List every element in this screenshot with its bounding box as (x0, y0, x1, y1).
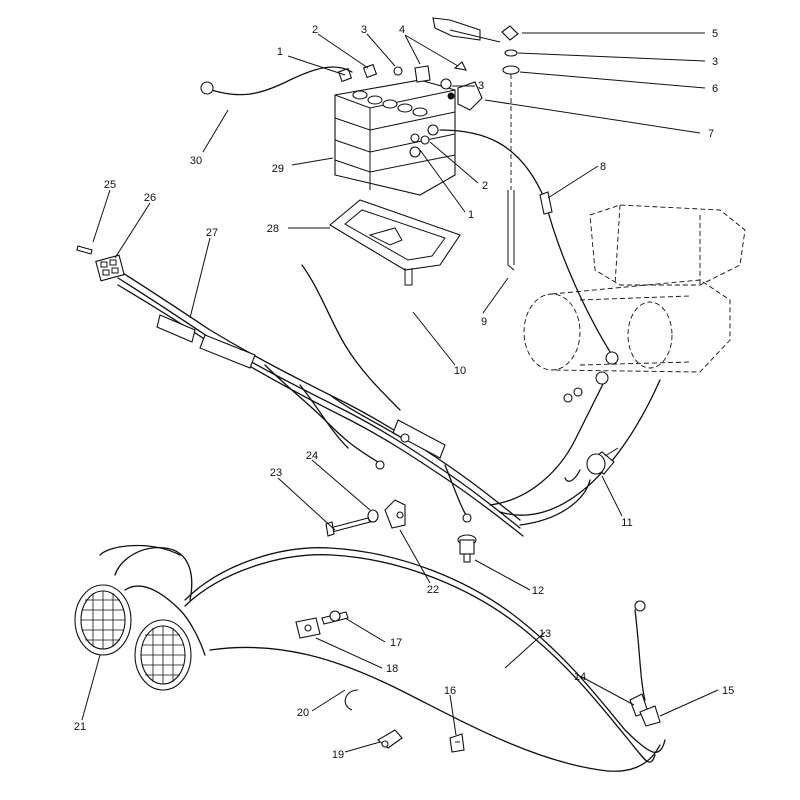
callout-label: 18 (386, 663, 398, 675)
callout-label: 11 (621, 517, 632, 529)
callout-label: 29 (272, 163, 284, 175)
callout-label: 4 (399, 24, 405, 36)
callout-label: 19 (332, 749, 344, 761)
headlight-right (134, 619, 192, 691)
callout-label: 3 (712, 56, 718, 68)
callout-label: 6 (712, 83, 718, 95)
harness-connector (76, 245, 125, 282)
callout-label: 23 (270, 467, 282, 479)
callout-label: 27 (206, 227, 218, 239)
callout-label: 20 (297, 707, 309, 719)
retaining-ring (344, 689, 359, 711)
callout-label: 21 (74, 721, 86, 733)
pressure-switch (457, 534, 477, 563)
callout-label: 9 (481, 316, 487, 328)
battery-tray (329, 199, 461, 286)
callout-label: 5 (712, 28, 718, 40)
callout-label: 28 (267, 223, 279, 235)
callout-label: 25 (104, 179, 116, 191)
callout-label: 8 (600, 161, 606, 173)
callout-label: 16 (444, 685, 456, 697)
callout-label: 30 (190, 155, 202, 167)
callout-label: 1 (468, 209, 474, 221)
headlight-left (74, 584, 132, 656)
callout-label: 24 (306, 450, 318, 462)
battery-hardware (337, 61, 483, 145)
battery (334, 79, 456, 196)
callout-label: 15 (722, 685, 734, 697)
light-harness (99, 544, 666, 772)
callout-label: 12 (532, 585, 544, 597)
callout-label: 2 (312, 24, 318, 36)
hold-down-bracket (432, 17, 520, 271)
callout-label: 3 (361, 24, 367, 36)
relay (564, 447, 619, 482)
callout-label: 22 (427, 584, 439, 596)
ring-terminal (200, 81, 214, 95)
callout-label: 26 (144, 192, 156, 204)
callout-label: 13 (539, 628, 551, 640)
starter-motor (523, 204, 746, 373)
ground-cable (204, 66, 353, 96)
cable-clip (377, 729, 403, 749)
main-harness (117, 269, 661, 537)
callout-label: 1 (277, 46, 283, 58)
callout-label: 10 (454, 365, 466, 377)
callout-label: 7 (708, 128, 714, 140)
callout-label: 3 (478, 80, 484, 92)
callout-label: 14 (574, 671, 586, 683)
wire-connector (449, 733, 465, 753)
callout-label: 17 (390, 637, 402, 649)
light-bracket (295, 610, 349, 639)
positive-cable (439, 129, 613, 356)
callouts: 1 2 3 4 5 3 6 3 7 8 2 1 29 30 25 26 27 2… (74, 24, 734, 761)
callout-label: 2 (482, 180, 488, 192)
clip-hardware (325, 499, 406, 537)
